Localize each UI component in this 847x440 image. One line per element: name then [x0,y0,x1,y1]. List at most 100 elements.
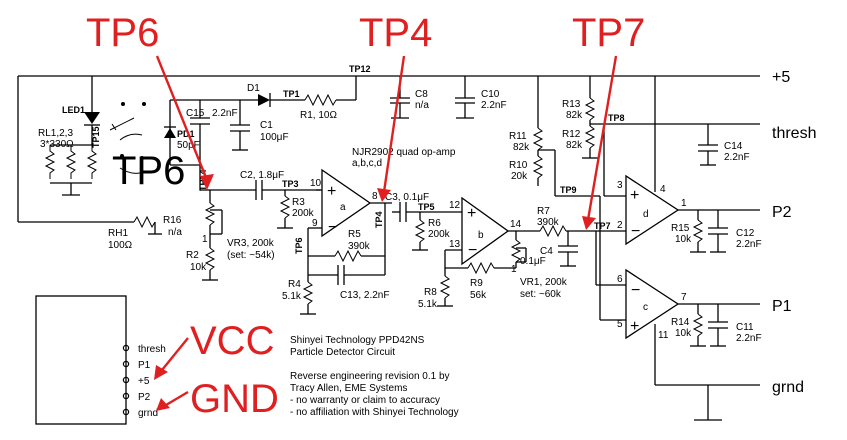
r15-c12 [690,210,728,253]
opamp-d: + − [625,76,760,246]
title-line-3: Reverse engineering revision 0.1 by [290,371,450,382]
pin-a-in-p: 10 [310,178,322,189]
opamp-d-label: d [643,209,649,220]
r9-value: 56k [470,290,487,301]
r13-label: R13 [562,99,581,110]
title-line-5: - no warranty or claim to accuracy [290,395,440,406]
c2-capacitor [200,180,320,200]
r2-value: 10k [190,262,207,273]
rl-resistors [44,144,98,196]
c12-label: C12 [736,228,755,239]
pin-d-in-n: 2 [617,220,623,231]
c15-label: C15 [186,108,205,119]
connector-pin-plus5: +5 [138,376,150,387]
divider-r13-r12 [582,76,760,197]
tp5-label: TP5 [418,202,435,212]
pin-a-out: 8 [372,191,378,202]
c8-label: C8 [415,89,428,100]
pin-a-in-n: 9 [312,218,318,229]
c4-value: 0.1μF [520,256,546,267]
pin-b-in-n: 13 [449,239,461,250]
tp8-label: TP8 [608,113,625,123]
c8-value: n/a [415,100,429,111]
net-label-thresh: thresh [772,125,816,142]
vr1-label: VR1, 200k [520,277,568,288]
r7-value: 390k [537,217,560,228]
r7-label: R7 [537,206,550,217]
r9-label: R9 [470,278,483,289]
vr3-set: (set: ~54k) [227,250,275,261]
c13-label: C13, 2.2nF [340,290,389,301]
r4-label: R4 [288,279,301,290]
connector-pin-grnd: grnd [138,408,158,419]
rh1-label: RH1 [108,228,128,239]
svg-text:−: − [631,223,640,240]
r1-label: R1, 10Ω [300,110,337,121]
pin-b-out: 14 [510,219,522,230]
pin-c-in-p: 6 [617,274,623,285]
pin-c-gnd: 11 [658,330,669,341]
r3-resistor [277,190,293,229]
r11-value: 82k [513,142,530,153]
c3-label: C3, 0.1μF [385,192,429,203]
title-line-2: Particle Detector Circuit [290,347,395,358]
r12-value: 82k [566,140,583,151]
r10-label: R10 [509,160,528,171]
rl-value: 3*330Ω [40,139,74,150]
tp6-label: TP6 [294,237,304,254]
svg-text:−: − [631,282,640,299]
r16-value: n/a [168,227,182,238]
rail-plus5 [17,75,760,223]
callout-tp4: TP4 [359,11,432,55]
r4-value: 5.1k [282,291,302,302]
c4-label: C4 [540,246,553,257]
callout-gnd: GND [190,377,279,421]
net-label-plus5: +5 [772,69,790,86]
r11-label: R11 [509,131,527,142]
tp9-label: TP9 [560,185,577,195]
r14-value: 10k [675,328,692,339]
r16-label: R16 [163,215,182,226]
c2-label: C2, 1.8μF [240,170,284,181]
r5-value: 390k [348,241,371,252]
led1 [84,76,100,145]
c10-label: C10 [481,89,500,100]
opamp-c: − + [625,268,760,386]
opamp-b: + − [444,196,540,268]
connector-pin-p2: P2 [138,392,151,403]
opamp-b-label: b [478,230,484,241]
pd1-label: PD1 [177,129,195,139]
net-label-grnd: grnd [772,379,804,396]
r6-resistor [412,212,428,251]
ground-symbol [694,385,722,421]
c11-label: C11 [736,322,754,333]
svg-text:+: + [467,205,476,222]
r15-label: R15 [671,223,690,234]
svg-text:+: + [630,318,639,335]
r14-c11 [690,304,728,347]
opamp-units: a,b,c,d [352,158,382,169]
connector-box [35,295,130,425]
r2-label: R2 [186,250,199,261]
callout-tp6-top: TP6 [86,11,159,55]
c10-value: 2.2nF [481,100,507,111]
c15-capacitor [190,100,210,142]
r10-value: 20k [511,171,528,182]
r5-label: R5 [348,229,361,240]
callout-tp7: TP7 [572,11,645,55]
c14-capacitor [698,124,718,166]
pin-c-out: 7 [681,292,687,303]
led1-label: LED1 [62,105,85,115]
pin-d-in-p: 3 [617,180,623,191]
divider-r11-r10 [532,76,626,321]
connector-pin-p1: P1 [138,360,151,371]
r14-label: R14 [671,317,690,328]
callout-tp6-mid: TP6 [112,149,185,193]
rl-label: RL1,2,3 [38,128,73,139]
tp1-label: TP1 [283,89,300,99]
r3-value: 200k [292,208,315,219]
vr1-pin: 1 [511,264,517,275]
c11-value: 2.2nF [736,333,762,344]
pd1-value: 50pF [177,140,200,151]
opamp-c-label: c [643,302,648,313]
